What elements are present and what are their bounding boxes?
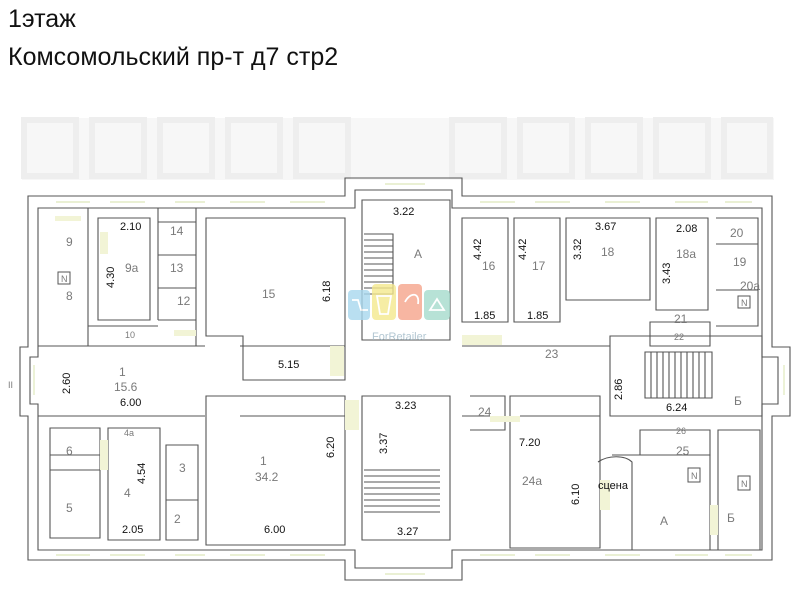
dim-7-20: 7.20 <box>519 437 540 449</box>
dim-4-42-b: 4.42 <box>517 239 529 260</box>
dim-1-85-b: 1.85 <box>527 310 548 322</box>
interior-walls <box>38 199 763 551</box>
forretailer-watermark: ForRetailer <box>348 284 450 343</box>
room-9a-number: 10 <box>125 330 135 340</box>
dim-2-05: 2.05 <box>122 524 143 536</box>
room-13-number: 15 <box>262 287 276 301</box>
floor-title: 1этаж <box>8 5 76 33</box>
dim-2-10: 2.10 <box>120 221 141 233</box>
room-26-number: Б <box>727 511 735 525</box>
dim-3-22: 3.22 <box>393 206 414 218</box>
room-7-number: 8 <box>66 289 73 303</box>
room-23-number: 24а <box>522 474 542 488</box>
dim-6-10: 6.10 <box>570 484 582 505</box>
room-15-number: 17 <box>532 259 546 273</box>
room-4-number: 4 <box>124 486 131 500</box>
ghost-band <box>22 118 774 180</box>
wc-label-19: N <box>741 298 748 308</box>
room-24a-number: 26 <box>676 426 686 436</box>
outer-walls <box>19 177 791 581</box>
room-4a-number: 4а <box>124 428 134 438</box>
window-openings <box>33 183 785 575</box>
room-1-number: 1 <box>119 365 126 379</box>
dim-3-67: 3.67 <box>595 221 616 233</box>
room-11-number: 13 <box>170 261 184 275</box>
dim-2-86: 2.86 <box>613 379 625 400</box>
door-openings <box>55 216 718 535</box>
dim-5-15: 5.15 <box>278 359 299 371</box>
dim-6-00-top: 6.00 <box>120 397 141 409</box>
dim-3-37: 3.37 <box>378 433 390 454</box>
wc-label-7: N <box>61 274 68 284</box>
watermark-text: ForRetailer <box>372 331 427 343</box>
room-12-number: 14 <box>170 224 184 238</box>
room-14-number: 16 <box>482 259 496 273</box>
room-25-number: А <box>660 514 668 528</box>
dim-2-08: 2.08 <box>676 223 697 235</box>
stage-label: сцена <box>598 480 629 492</box>
room-24-number: 25 <box>676 444 690 458</box>
room-16-number: 18 <box>601 245 615 259</box>
room-18-number: 19 <box>733 255 747 269</box>
dim-4-54: 4.54 <box>136 463 148 484</box>
dim-3-27: 3.27 <box>397 526 418 538</box>
address-title: Комсомольский пр-т д7 стр2 <box>8 43 339 71</box>
room-20-number: 21 <box>674 312 688 326</box>
dim-6-20: 6.20 <box>325 437 337 458</box>
dim-3-32: 3.32 <box>572 239 584 260</box>
dim-3-23: 3.23 <box>395 400 416 412</box>
wc-label-25: N <box>691 471 698 481</box>
dim-3-43: 3.43 <box>661 263 673 284</box>
room-10-number: 12 <box>177 294 191 308</box>
dimensions: 2.10 4.30 6.18 3.22 4.42 4.42 3.32 3.67 … <box>61 206 697 538</box>
room-3-number: 3 <box>179 461 186 475</box>
room-22-number: 24 <box>478 405 492 419</box>
dim-6-24: 6.24 <box>666 402 687 414</box>
stair-a-label: А <box>414 247 422 261</box>
room-18a-number: 20 <box>730 226 744 240</box>
room-19-number: 20а <box>740 279 760 293</box>
room-9-number: 9а <box>125 261 139 275</box>
dim-4-30: 4.30 <box>105 267 117 288</box>
room-5-number: 5 <box>66 501 73 515</box>
room-1b-number: 1 <box>260 454 267 468</box>
stair-b-label: Б <box>734 394 742 408</box>
room-20a-number: 22 <box>674 332 684 342</box>
dim-1-85-a: 1.85 <box>474 310 495 322</box>
room-17-number: 18а <box>676 247 696 261</box>
wc-marks: N N N N <box>57 271 751 491</box>
dim-6-00-bottom: 6.00 <box>264 524 285 536</box>
room-1-area: 15.6 <box>114 380 138 394</box>
dim-2-60: 2.60 <box>61 373 73 394</box>
room-8-number: 9 <box>66 235 73 249</box>
room-21-number: 23 <box>545 347 559 361</box>
room-1b-area: 34.2 <box>255 470 279 484</box>
room-6-number: 6 <box>66 444 73 458</box>
dim-6-18: 6.18 <box>321 281 333 302</box>
room-2-number: 2 <box>174 512 181 526</box>
wc-label-26: N <box>741 479 748 489</box>
dim-4-42-a: 4.42 <box>472 239 484 260</box>
axis-marker: II <box>8 380 13 390</box>
room-labels: 9 8 9а 10 14 13 12 15 А 16 17 18 18а 20 … <box>66 224 760 528</box>
